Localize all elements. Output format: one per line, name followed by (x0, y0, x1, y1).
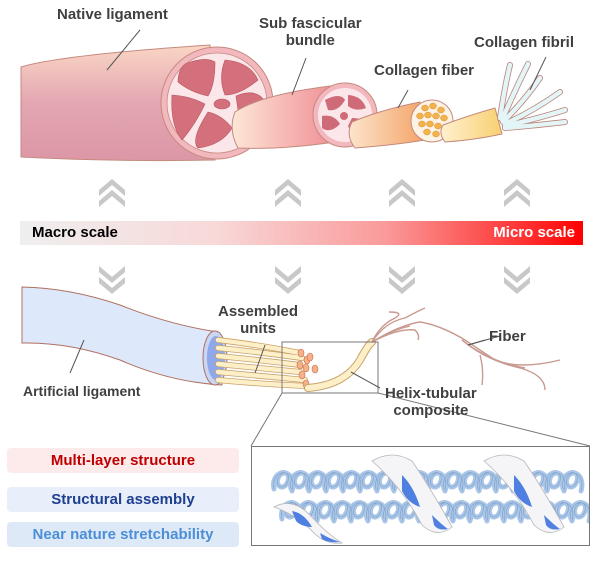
knit-loop (468, 502, 489, 522)
knit-loop (426, 472, 447, 492)
helix-band-accent (292, 511, 312, 527)
up-chevrons (99, 179, 530, 207)
fiber-strands (371, 307, 561, 391)
knit-loop (358, 472, 379, 492)
knit-loop (341, 472, 362, 492)
collagen-fibril-shape (440, 61, 568, 143)
chevron-down-icon (275, 266, 301, 294)
chevron-down-icon (504, 266, 530, 294)
knit-loop (545, 472, 566, 492)
knit-loop (460, 472, 481, 492)
knit-loop (477, 472, 498, 492)
helix-band-accent (514, 475, 532, 507)
label-helix-line1: Helix-tubular (385, 385, 477, 402)
label-helix-tubular-composite: Helix-tubular composite (385, 385, 477, 419)
sub-fascicular-bundle-shape (231, 82, 378, 149)
chevron-up-icon (99, 179, 125, 207)
helix-tubular-strand (304, 338, 376, 392)
feature-multi-layer-structure: Multi-layer structure (7, 448, 239, 473)
chevron-down-icon (99, 266, 125, 294)
label-micro-scale: Micro scale (493, 224, 575, 241)
feature-near-nature-stretchability: Near nature stretchability (7, 522, 239, 547)
knit-structure-illustration (271, 454, 589, 544)
knit-loop (349, 502, 370, 522)
artificial-ligament-shape (21, 286, 228, 386)
knit-loop (443, 472, 464, 492)
knit-loop-edges (273, 472, 589, 522)
knit-loop (332, 502, 353, 522)
label-collagen-fiber: Collagen fiber (374, 62, 475, 79)
label-helix-line2: composite (393, 402, 469, 419)
knit-loop (562, 472, 583, 492)
knit-loop (485, 502, 506, 522)
macro-micro-scale-bar: Macro scale Micro scale (20, 221, 583, 245)
knit-loop (290, 472, 311, 492)
assembled-units-shape (215, 337, 319, 389)
knit-loop (273, 472, 294, 492)
label-sub-fascicular-line2: bundle (285, 32, 335, 49)
chevron-down-icon (389, 266, 415, 294)
label-assembled-line1: Assembled (218, 303, 299, 320)
label-fiber: Fiber (489, 328, 526, 345)
down-chevrons (99, 266, 530, 294)
label-collagen-fibril: Collagen fibril (474, 34, 575, 51)
knit-loop (366, 502, 387, 522)
label-assembled-line2: units (240, 320, 276, 337)
helix-band-accent (320, 533, 340, 543)
top-leader-lines (106, 29, 547, 109)
helix-band-accent (432, 515, 448, 530)
zoom-indicator (250, 341, 591, 447)
label-native-ligament: Native ligament (57, 6, 168, 23)
feature-structural-assembly: Structural assembly (7, 487, 239, 512)
knit-loop (502, 502, 523, 522)
label-assembled-units: Assembled units (218, 303, 298, 337)
helix-bands (273, 454, 565, 544)
knit-loop (451, 502, 472, 522)
chevron-up-icon (389, 179, 415, 207)
bottom-leader-lines (69, 335, 501, 389)
knit-loop (315, 502, 336, 522)
chevron-up-icon (275, 179, 301, 207)
knit-loop (553, 502, 574, 522)
helix-band-accent (402, 475, 420, 507)
helix-band-accent (544, 515, 560, 530)
knit-loop (570, 502, 589, 521)
label-macro-scale: Macro scale (32, 224, 118, 241)
knit-loop (383, 502, 404, 522)
label-sub-fascicular-line1: Sub fascicular (259, 15, 362, 32)
helix-tubular-zoom-panel (251, 446, 590, 546)
chevron-up-icon (504, 179, 530, 207)
label-artificial-ligament: Artificial ligament (23, 383, 141, 399)
knit-loop (281, 502, 302, 522)
knit-loop (307, 472, 328, 492)
knit-loop (324, 472, 345, 492)
label-sub-fascicular-bundle: Sub fascicular bundle (259, 15, 362, 49)
